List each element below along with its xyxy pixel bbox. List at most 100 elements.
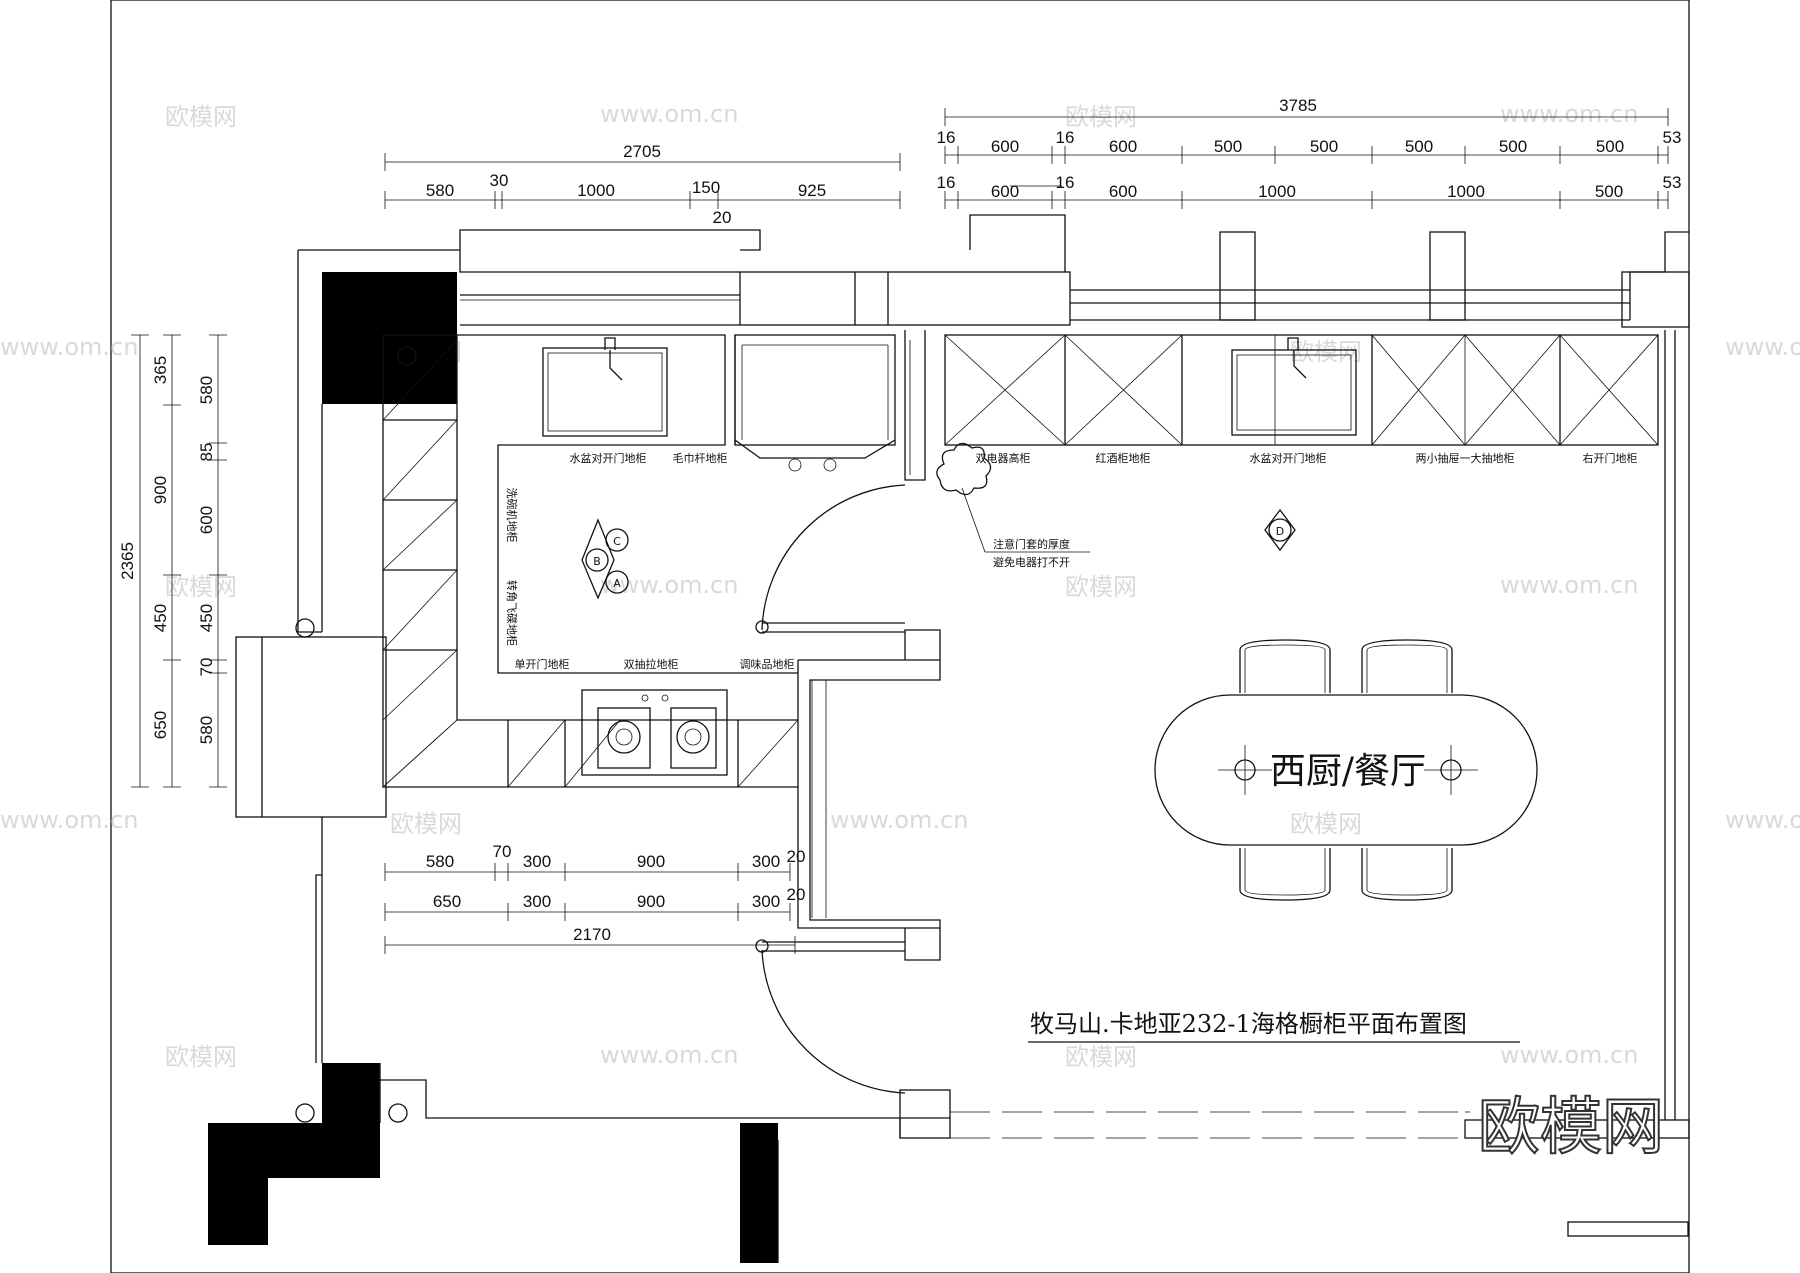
sheet-frame: [110, 0, 1690, 1273]
dining-table: [1154, 639, 1538, 901]
dim-label: 900: [637, 852, 665, 871]
dim-label: 16: [937, 173, 956, 192]
dim-label: 500: [1595, 182, 1623, 201]
watermark: 欧模网: [390, 810, 462, 838]
dim-label: 500: [1310, 137, 1338, 156]
label-corner-cabinet: 转角飞碟地柜: [505, 580, 519, 646]
dim-label: 53: [1663, 128, 1682, 147]
dim-label: 300: [752, 892, 780, 911]
watermark: 欧模网: [1290, 810, 1362, 838]
dim-label: 150: [692, 178, 720, 197]
room-label: 西厨/餐厅: [1270, 751, 1426, 792]
dim-label: 900: [637, 892, 665, 911]
watermark: www.om.cn: [1725, 333, 1800, 361]
watermark: 欧模网: [1290, 338, 1362, 366]
watermark: www.om.cn: [1500, 1041, 1638, 1069]
dim-label: 20: [713, 208, 732, 227]
marker-d: [1268, 518, 1292, 542]
drain-icon: [397, 346, 417, 366]
marker-a: [605, 570, 629, 594]
dim-label: 1000: [577, 181, 615, 200]
dim-label: 600: [991, 182, 1019, 201]
dim-label: 580: [197, 716, 216, 744]
dim-label: 500: [1596, 137, 1624, 156]
marker-b: [585, 548, 609, 572]
label-sink-cabinet: 水盆对开门地柜: [1250, 451, 1327, 465]
chair: [1361, 639, 1453, 693]
chair: [1361, 848, 1453, 901]
dim-label: 580: [426, 852, 454, 871]
brand-logo: 欧模网: [1478, 1090, 1664, 1163]
label-appliance-tall-cabinet: 双电器高柜: [976, 451, 1031, 465]
door-swing: [761, 484, 906, 631]
column: [322, 1063, 380, 1178]
door-swing: [761, 949, 906, 1094]
doors: [755, 484, 1470, 1113]
view-markers: [581, 508, 1296, 600]
dim-label: 85: [197, 443, 216, 462]
dimension-lines: [131, 108, 1669, 954]
watermark-layer: 欧模网 www.om.cn 欧模网 www.om.cn www.om.cn 欧模…: [0, 100, 1800, 1071]
marker-a-label: A: [613, 577, 621, 590]
watermark: 欧模网: [165, 573, 237, 601]
marker-b-label: B: [593, 555, 601, 568]
watermark: www.om.cn: [1500, 571, 1638, 599]
right-counter: [944, 334, 1659, 446]
dim-label: 600: [1109, 137, 1137, 156]
chair: [1239, 848, 1331, 901]
dim-left-total: 2365: [118, 542, 137, 580]
column: [208, 1123, 322, 1245]
dim-bottom-total: 2170: [573, 925, 611, 944]
dim-label: 900: [151, 476, 170, 504]
dim-label: 1000: [1258, 182, 1296, 201]
watermark: www.om.cn: [600, 1041, 738, 1069]
marker-c-label: C: [613, 535, 621, 548]
label-wine-cabinet: 红酒柜地柜: [1096, 452, 1151, 465]
dim-top-left-total: 2705: [623, 142, 661, 161]
dim-label: 450: [197, 604, 216, 632]
watermark: www.om.cn: [1500, 100, 1638, 128]
sink-icon: [542, 347, 668, 437]
dim-label: 450: [151, 604, 170, 632]
drawing-title: 牧马山.卡地亚232-1海格橱柜平面布置图: [1030, 1010, 1467, 1038]
dishwasher-unit: [734, 334, 896, 446]
dim-top-right-total: 3785: [1279, 96, 1317, 115]
label-drawer-cabinet: 两小抽屉一大抽地柜: [1416, 451, 1515, 465]
dim-label: 30: [490, 171, 509, 190]
dim-label: 16: [1056, 173, 1075, 192]
dim-label: 53: [1663, 173, 1682, 192]
dim-label: 70: [197, 658, 216, 677]
marker-c: [605, 528, 629, 552]
label-double-drawer-cabinet: 双抽拉地柜: [624, 657, 679, 671]
watermark: www.om.cn: [0, 333, 138, 361]
faucet-icon: [604, 337, 623, 381]
chair: [1239, 639, 1331, 693]
walls: [208, 214, 1690, 1263]
dim-label: 20: [787, 847, 806, 866]
note-line-2: 避免电器打不开: [993, 555, 1070, 569]
column: [322, 272, 457, 404]
note-line-1: 注意门套的厚度: [993, 537, 1070, 551]
dim-label: 16: [1056, 128, 1075, 147]
watermark: www.om.cn: [830, 806, 968, 834]
dim-label: 300: [523, 852, 551, 871]
dim-label: 300: [752, 852, 780, 871]
left-counter: [382, 334, 896, 788]
label-sink-cabinet: 水盆对开门地柜: [570, 451, 647, 465]
dim-label: 300: [523, 892, 551, 911]
dim-label: 500: [1214, 137, 1242, 156]
dim-label: 580: [197, 376, 216, 404]
watermark: 欧模网: [1065, 573, 1137, 601]
dim-label: 500: [1405, 137, 1433, 156]
dim-label: 600: [1109, 182, 1137, 201]
watermark: www.om.cn: [0, 806, 138, 834]
dim-label: 500: [1499, 137, 1527, 156]
dim-label: 365: [151, 356, 170, 384]
dim-label: 16: [937, 128, 956, 147]
label-right-door-cabinet: 右开门地柜: [1583, 451, 1638, 465]
dim-label: 70: [493, 842, 512, 861]
dim-label: 580: [426, 181, 454, 200]
column: [740, 1123, 778, 1263]
cooktop-icon: [581, 689, 728, 776]
